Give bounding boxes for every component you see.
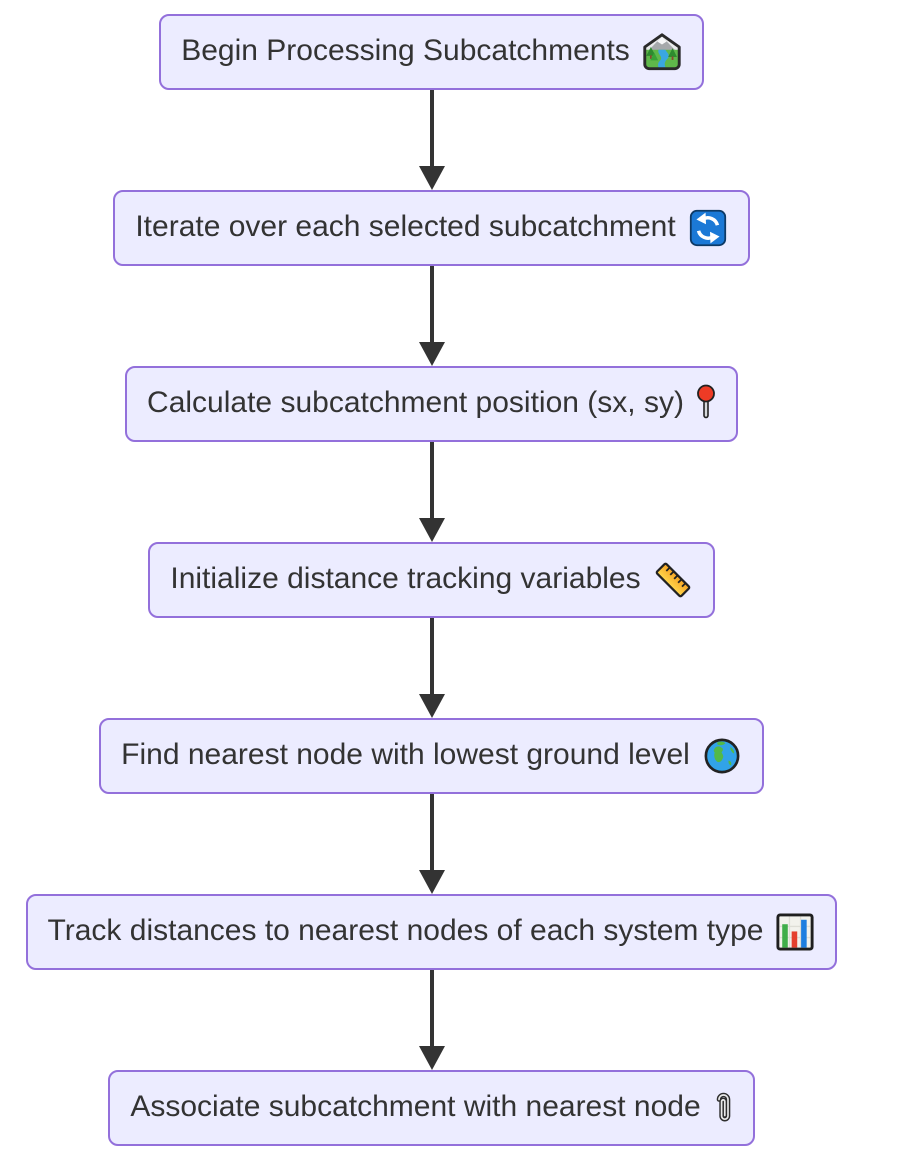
node-find-nearest-node: Find nearest node with lowest ground lev… — [99, 718, 764, 794]
flow-arrow-6 — [418, 970, 445, 1070]
node-begin-processing-subcatchments: Begin Processing Subcatchments — [159, 14, 704, 90]
bar-chart-icon — [775, 912, 815, 952]
arrow-line — [429, 266, 434, 343]
counterclockwise-arrows-icon — [688, 208, 728, 248]
node-label: Initialize distance tracking variables — [170, 562, 641, 595]
straight-ruler-icon — [653, 560, 693, 600]
flowchart: Begin Processing Subcatchments — [0, 14, 863, 1146]
globe-europe-africa-icon — [702, 736, 742, 776]
node-label: Calculate subcatchment position (sx, sy) — [147, 386, 684, 419]
node-label: Begin Processing Subcatchments — [181, 34, 630, 67]
flow-arrow-3 — [418, 442, 445, 542]
arrow-line — [429, 618, 434, 695]
arrow-head-icon — [418, 870, 445, 894]
arrow-head-icon — [418, 694, 445, 718]
arrow-line — [429, 970, 434, 1047]
flow-arrow-4 — [418, 618, 445, 718]
node-label: Track distances to nearest nodes of each… — [47, 914, 764, 947]
arrow-head-icon — [418, 342, 445, 366]
national-park-icon — [642, 32, 682, 72]
arrow-head-icon — [418, 518, 445, 542]
arrow-head-icon — [418, 166, 445, 190]
node-label: Iterate over each selected subcatchment — [135, 210, 676, 243]
node-track-distances: Track distances to nearest nodes of each… — [25, 894, 838, 970]
paperclip-icon — [713, 1088, 733, 1128]
node-associate-subcatchment: Associate subcatchment with nearest node — [108, 1070, 755, 1146]
arrow-line — [429, 90, 434, 167]
node-label: Associate subcatchment with nearest node — [130, 1090, 701, 1123]
flow-arrow-1 — [418, 90, 445, 190]
arrow-head-icon — [418, 1046, 445, 1070]
flow-arrow-5 — [418, 794, 445, 894]
arrow-line — [429, 442, 434, 519]
arrow-line — [429, 794, 434, 871]
flow-arrow-2 — [418, 266, 445, 366]
node-initialize-distance-variables: Initialize distance tracking variables — [148, 542, 715, 618]
round-pushpin-icon — [696, 384, 716, 424]
node-iterate-subcatchments: Iterate over each selected subcatchment — [113, 190, 750, 266]
node-calculate-position: Calculate subcatchment position (sx, sy) — [125, 366, 738, 442]
node-label: Find nearest node with lowest ground lev… — [121, 738, 690, 771]
